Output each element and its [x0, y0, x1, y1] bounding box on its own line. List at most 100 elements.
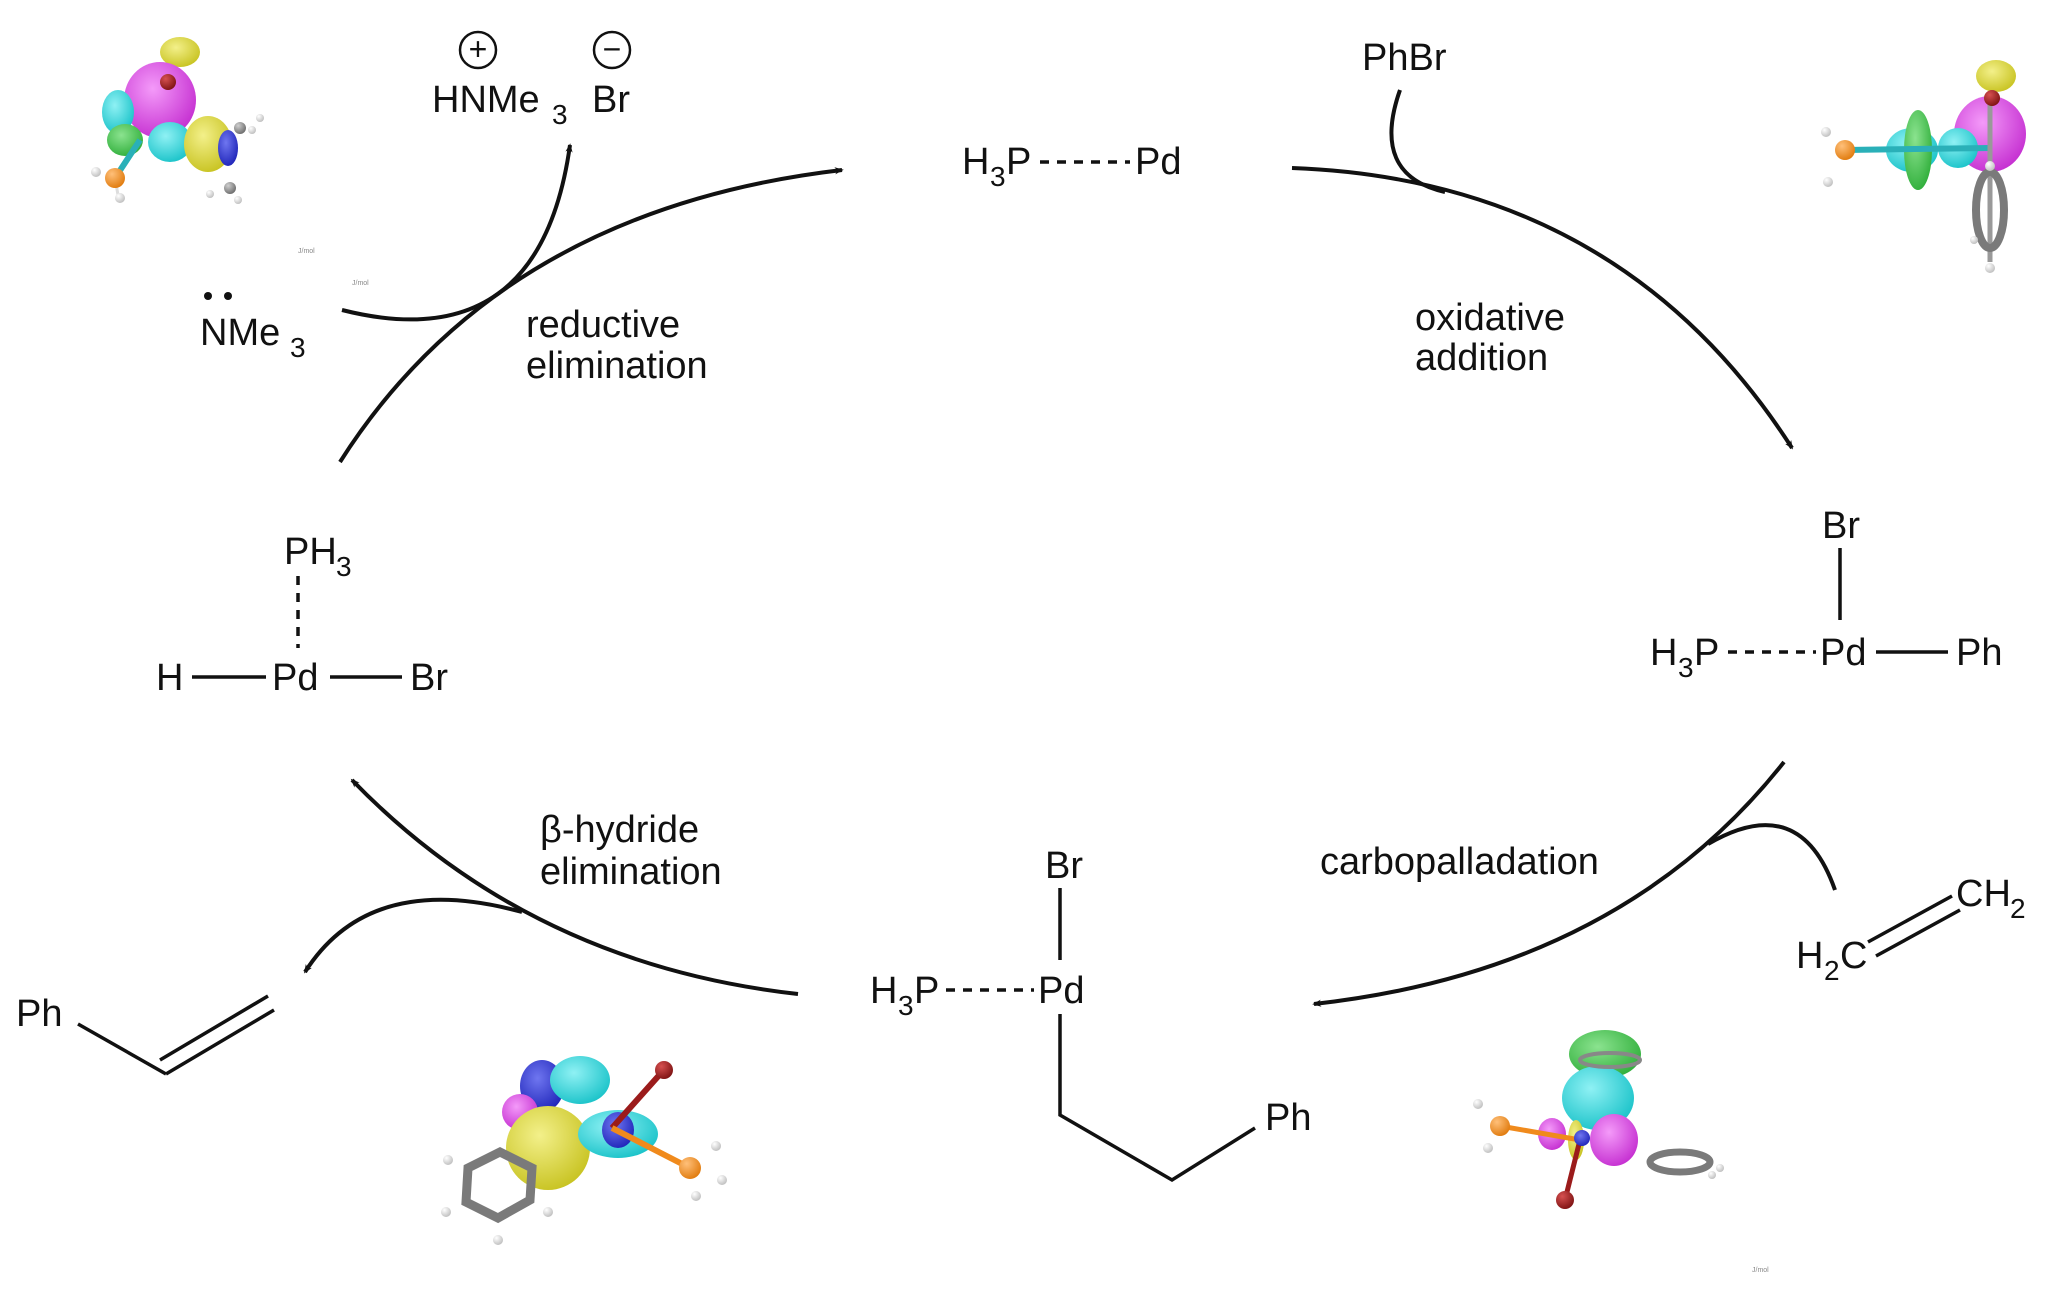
pd-phosphine-complex: H 3 P Pd — [962, 141, 1181, 192]
double-bond-a — [165, 1008, 275, 1076]
arrow-to-styrene — [303, 897, 523, 974]
ligand-h: H — [1650, 632, 1677, 674]
bromine-atom — [160, 74, 176, 90]
step-label-elimination: elimination — [526, 345, 708, 387]
orbital-lobe-magenta — [1590, 1114, 1638, 1166]
ligand-h: H — [962, 141, 989, 183]
orbital-lobe-yellow — [506, 1106, 590, 1190]
hydrogen-atom — [1708, 1171, 1716, 1179]
hydrogen-atom — [1473, 1099, 1483, 1109]
carbon-atom — [224, 182, 236, 194]
plus-charge-icon — [458, 30, 498, 70]
ligand-sub: 3 — [1678, 652, 1694, 683]
phbr-reagent: PhBr — [1362, 37, 1447, 79]
hydrogen-atom — [1821, 127, 1831, 137]
hydrogen-atom — [1985, 263, 1995, 273]
cation-label: HNMe — [432, 79, 540, 121]
double-bond-b — [159, 994, 269, 1062]
orbital-render-beta-hydride — [441, 1056, 727, 1245]
ethylene-h: H — [1796, 935, 1823, 977]
phosphine-label: PH — [284, 531, 337, 573]
hydrogen-atom — [1716, 1164, 1724, 1172]
minus-charge-icon — [592, 30, 632, 70]
trimethylamine: NMe 3 — [200, 292, 306, 363]
arrow-carbopalladation — [1312, 760, 1786, 1007]
step-label-addition: addition — [1415, 337, 1548, 379]
hydrogen-atom — [234, 196, 242, 204]
ligand-h: H — [870, 970, 897, 1012]
orbital-lobe-yellow — [160, 37, 200, 67]
ethylene-stick — [1578, 1051, 1642, 1069]
phosphorus-atom — [679, 1157, 701, 1179]
ethylene-sub: 2 — [2010, 893, 2026, 924]
ligand-p: P — [1694, 632, 1719, 674]
arrow-amine-to-salt — [341, 143, 573, 322]
metal-pd: Pd — [1038, 970, 1084, 1012]
hydrogen-atom — [1483, 1143, 1493, 1153]
hydrogen-atom — [493, 1235, 503, 1245]
phenyl-ring — [1972, 168, 2008, 252]
step-label-carbopalladation: carbopalladation — [1320, 841, 1599, 883]
hydrogen-atom — [691, 1191, 701, 1201]
orbital-lobe-blue — [218, 130, 238, 166]
arrow-ethylene-entry — [1706, 823, 1837, 891]
bond-stick — [1499, 1123, 1581, 1143]
ethylene-reagent: H 2 C CH 2 — [1796, 873, 2026, 986]
arrow-oxidative-addition — [1291, 166, 1794, 450]
ammonium-salt: + − HNMe 3 Br — [432, 30, 632, 130]
ethylene-c: C — [1840, 935, 1867, 977]
palladium-atom — [1574, 1130, 1590, 1146]
phenyl-ring — [461, 1146, 537, 1224]
ligand-p: P — [914, 970, 939, 1012]
amine-sub: 3 — [290, 332, 306, 363]
orbital-render-carbopalladation — [1473, 1030, 1724, 1209]
hydrogen-atom — [717, 1175, 727, 1185]
lone-pair-dot — [224, 292, 232, 300]
bromine-atom — [1556, 1191, 1574, 1209]
step-label-beta-hydride: β-hydride — [540, 809, 699, 851]
styrene-product: Ph — [16, 993, 275, 1076]
single-bond — [77, 1022, 167, 1076]
double-bond-a — [1867, 894, 1953, 944]
orbital-lobe-cyan — [102, 90, 134, 134]
metal-pd: Pd — [272, 657, 318, 699]
bromine-atom — [1984, 90, 2000, 106]
bromide-label: Br — [1045, 845, 1083, 887]
ethyl-chain — [1058, 1014, 1256, 1183]
hydride-pd-complex: PH 3 H Pd Br — [156, 531, 448, 699]
orbital-lobe-yellow — [1976, 60, 2016, 92]
hydrogen-atom — [711, 1141, 721, 1151]
orbital-lobe-cyan — [1562, 1066, 1634, 1130]
hydrogen-atom — [1985, 161, 1995, 171]
hydrogen-atom — [256, 114, 264, 122]
hydrogen-atom — [115, 193, 125, 203]
minus-sign: − — [603, 31, 622, 67]
hydrogen-atom — [206, 190, 214, 198]
step-label-elimination: elimination — [540, 851, 722, 893]
orbital-render-reductive — [91, 37, 264, 204]
phosphorus-atom — [105, 168, 125, 188]
hydrogen-atom — [443, 1155, 453, 1165]
hydride-label: H — [156, 657, 183, 699]
ligand-sub: 3 — [990, 161, 1006, 192]
double-bond-b — [1875, 908, 1961, 958]
bromide-label: Br — [1822, 505, 1860, 547]
hydrogen-atom — [1970, 236, 1978, 244]
lone-pair-dot — [204, 292, 212, 300]
carbon-atom — [234, 122, 246, 134]
bond-stick — [609, 1070, 665, 1130]
hydrogen-atom — [91, 167, 101, 177]
ethylene-sub: 2 — [1824, 955, 1840, 986]
phenyl-label: Ph — [1265, 1097, 1311, 1139]
hydrogen-atom — [248, 126, 256, 134]
phenyl-ring — [1646, 1148, 1714, 1176]
orbital-render-oxidative — [1821, 60, 2026, 273]
hydrogen-atom — [441, 1207, 451, 1217]
orbital-lobe-cyan — [550, 1056, 610, 1104]
anion-label: Br — [592, 79, 630, 121]
arrow-beta-hydride-elimination — [350, 778, 799, 996]
faint-mark: J/mol — [352, 280, 369, 287]
alkyl-pd-complex: Br H 3 P Pd Ph — [870, 845, 1311, 1183]
orbital-lobe-cyan — [148, 122, 192, 162]
